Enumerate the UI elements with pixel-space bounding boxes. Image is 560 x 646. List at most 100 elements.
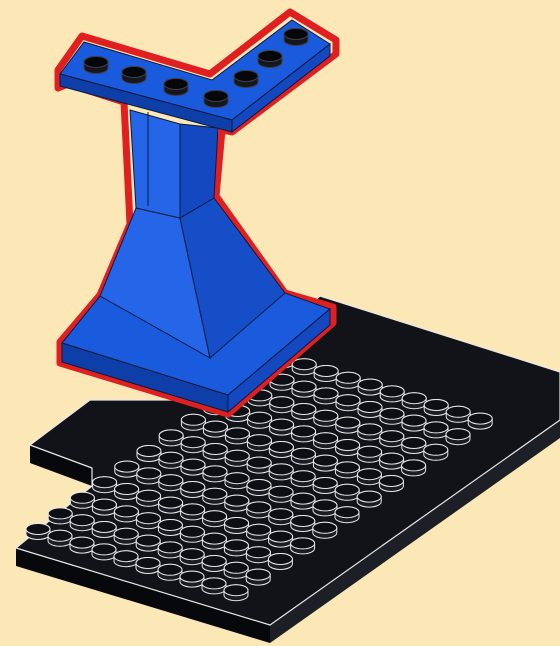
stud (446, 429, 470, 445)
stud (26, 524, 50, 540)
stud (292, 404, 316, 420)
stud (225, 450, 249, 466)
stud (158, 542, 182, 558)
stud (247, 435, 271, 451)
stud (336, 372, 360, 388)
stud (115, 461, 139, 477)
stud (92, 499, 116, 515)
stud (93, 477, 117, 493)
stud (137, 490, 161, 506)
stud (158, 520, 182, 536)
stud (248, 412, 272, 428)
stud (336, 395, 360, 411)
stud (224, 562, 248, 578)
stud (202, 533, 226, 549)
stud (247, 480, 271, 496)
stud (48, 530, 72, 546)
stud (314, 388, 338, 404)
stud (137, 446, 161, 462)
stud (357, 469, 381, 485)
stud (336, 440, 360, 456)
stud (181, 414, 205, 430)
stud (224, 540, 248, 556)
stud (402, 415, 426, 431)
stud (114, 551, 138, 567)
stud (269, 464, 293, 480)
stud (402, 438, 426, 454)
stud (202, 578, 226, 594)
stud (468, 413, 492, 429)
stud (380, 431, 404, 447)
stud (291, 538, 315, 554)
stud (225, 428, 249, 444)
stud (380, 453, 404, 469)
stud (270, 419, 294, 435)
stud (164, 79, 188, 96)
stud (247, 502, 271, 518)
stud (159, 430, 183, 446)
stud (122, 67, 146, 84)
stud (292, 359, 316, 375)
stud (284, 29, 308, 46)
stud (291, 471, 315, 487)
stud (335, 484, 359, 500)
stud (225, 473, 249, 489)
stud (234, 71, 258, 88)
stud (203, 511, 227, 527)
stud (84, 57, 108, 74)
stud (335, 462, 359, 478)
stud (92, 544, 116, 560)
stud (48, 508, 72, 524)
stud (314, 410, 338, 426)
stud (136, 535, 160, 551)
stud (380, 386, 404, 402)
stud (292, 381, 316, 397)
stud (203, 488, 227, 504)
stud (181, 459, 205, 475)
stud (291, 516, 315, 532)
stud (203, 466, 227, 482)
stud (180, 549, 204, 565)
stud (358, 402, 382, 418)
stud (424, 400, 448, 416)
stud (402, 393, 426, 409)
stud (313, 478, 337, 494)
stud (114, 528, 138, 544)
stud (402, 460, 426, 476)
stud (159, 452, 183, 468)
stud (115, 483, 139, 499)
stud (291, 448, 315, 464)
stud (335, 507, 359, 523)
stud (424, 422, 448, 438)
stud (358, 424, 382, 440)
stud (137, 468, 161, 484)
stud (269, 486, 293, 502)
stud (225, 518, 249, 534)
stud (258, 51, 282, 68)
stud (159, 475, 183, 491)
stud (357, 491, 381, 507)
stud (268, 554, 292, 570)
stud (247, 524, 271, 540)
stud (159, 497, 183, 513)
stud (246, 569, 270, 585)
stud (292, 426, 316, 442)
stud (313, 522, 337, 538)
stud (313, 455, 337, 471)
stud (291, 493, 315, 509)
stud (181, 482, 205, 498)
stud (446, 406, 470, 422)
stud (136, 558, 160, 574)
stud (181, 504, 205, 520)
stud (336, 417, 360, 433)
stud (136, 513, 160, 529)
stud (181, 437, 205, 453)
stud (269, 531, 293, 547)
stud (70, 492, 94, 508)
stud (270, 397, 294, 413)
stud (313, 500, 337, 516)
stud (203, 421, 227, 437)
stud (70, 537, 94, 553)
